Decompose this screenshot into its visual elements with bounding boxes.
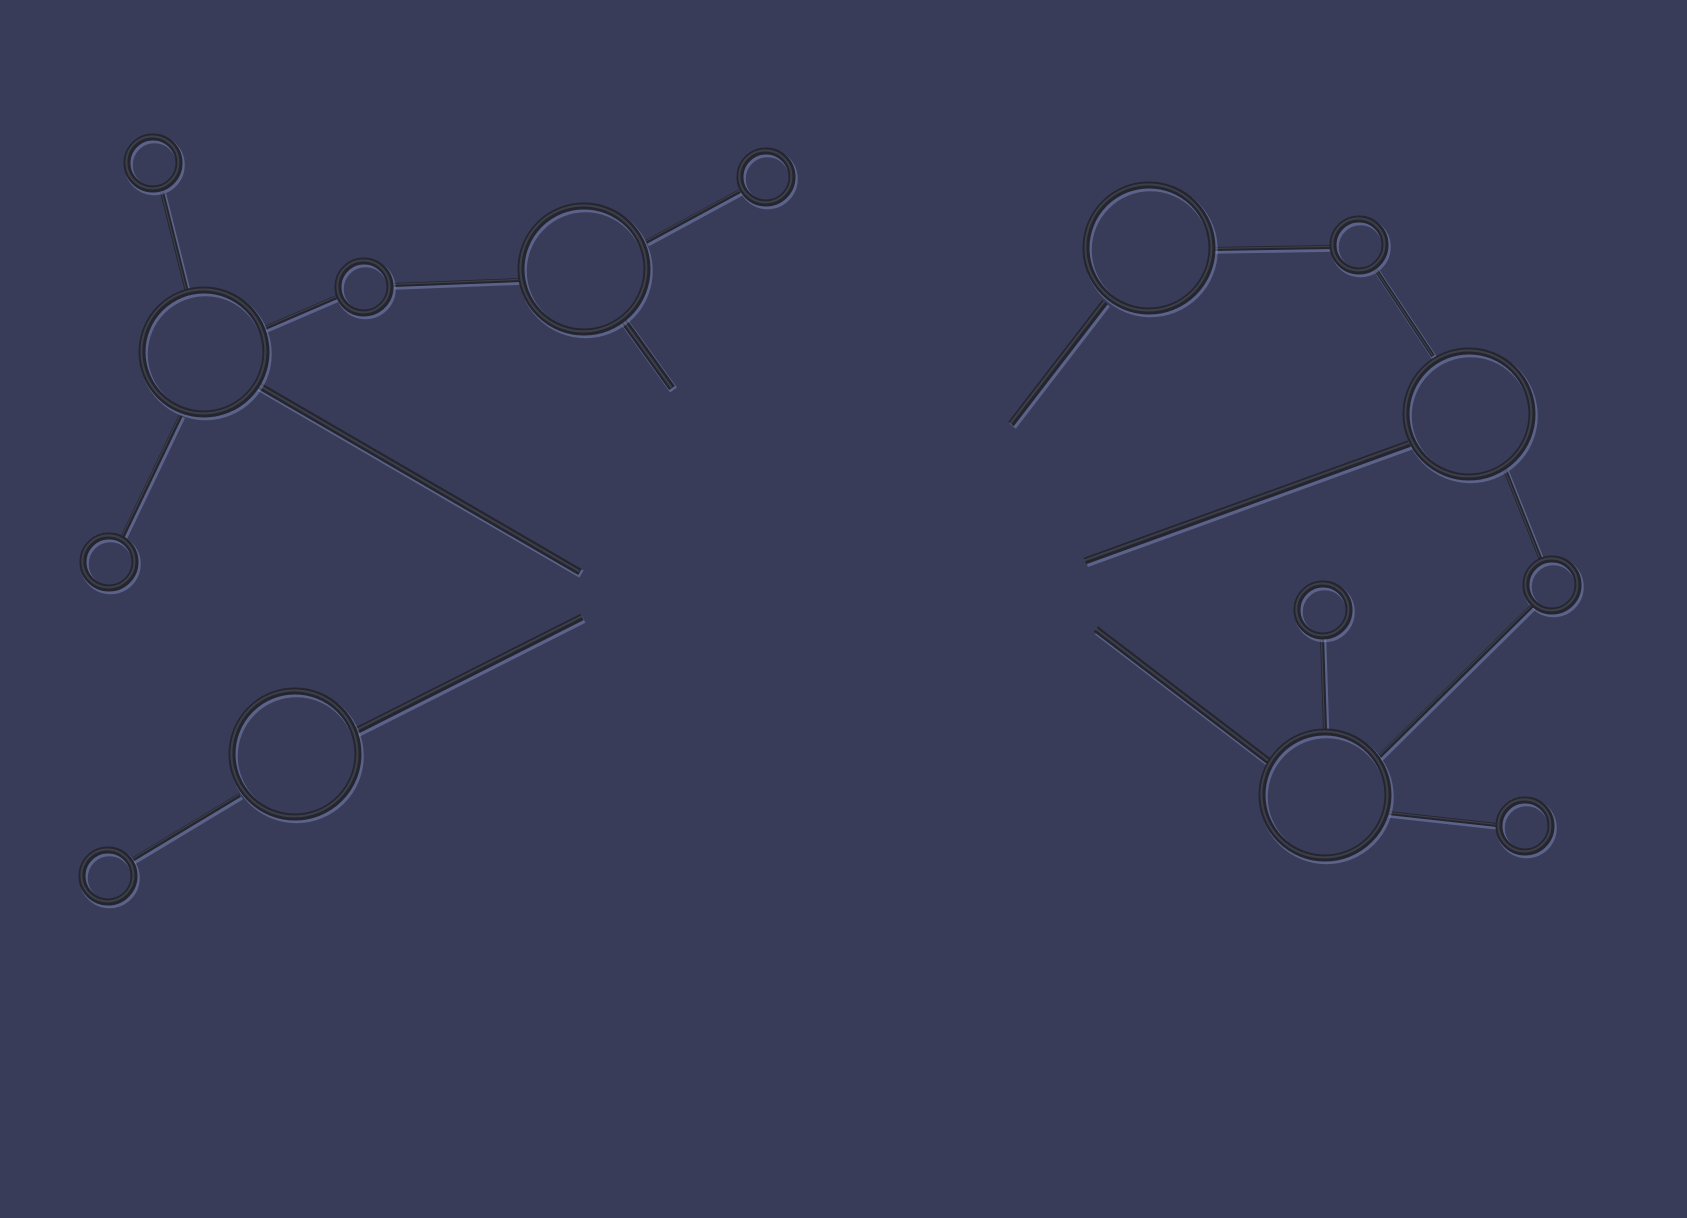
bond-line-rim <box>1375 606 1536 764</box>
bond-line-sheen <box>621 318 673 389</box>
atom-circles <box>78 687 364 909</box>
atom-circle-sheen <box>81 534 136 589</box>
bond-line-rim <box>646 189 745 247</box>
atom-circle-sheen <box>125 135 180 190</box>
atom-circles <box>1258 580 1557 865</box>
bond-line-rim <box>1213 246 1335 254</box>
bond-line-sheen <box>1320 635 1325 730</box>
bond-line-sheen <box>1503 469 1540 558</box>
bond-line <box>645 188 743 244</box>
bond-line <box>1374 604 1534 762</box>
bond-line <box>130 793 242 862</box>
bottom-left-molecule <box>78 613 586 909</box>
atom-circles <box>1082 181 1584 618</box>
atom-circle-sheen <box>738 149 793 204</box>
bond-lines <box>130 613 586 865</box>
bond-line-rim <box>265 296 340 333</box>
bond-line-sheen <box>131 793 240 860</box>
atom-circle-sheen <box>1260 730 1389 859</box>
bond-line-rim <box>132 794 243 865</box>
bond-line-sheen <box>1211 245 1333 249</box>
bond-line-sheen <box>1387 811 1497 825</box>
atom-circle-sheen <box>1295 582 1350 637</box>
bond-line <box>1211 245 1334 251</box>
bond-lines <box>1093 604 1536 830</box>
bond-line <box>264 295 338 330</box>
atom-circle-sheen <box>519 204 648 333</box>
bond-line-sheen <box>1374 269 1433 356</box>
bond-line-sheen <box>120 414 181 538</box>
bond-lines <box>120 188 745 578</box>
bond-line-sheen <box>160 191 187 292</box>
bond-line <box>392 278 522 287</box>
atom-circle-sheen <box>1404 349 1533 478</box>
bond-line-sheen <box>1009 300 1106 425</box>
atom-circle-sheen <box>230 689 359 818</box>
bond-line-sheen <box>264 295 337 328</box>
bottom-right-molecule <box>1093 580 1557 865</box>
top-right-molecule <box>1008 181 1584 618</box>
atom-circle-sheen <box>336 259 391 314</box>
bond-line-sheen <box>1094 627 1271 763</box>
bond-line-sheen <box>1374 604 1532 760</box>
atom-circle-sheen <box>140 288 267 415</box>
atom-circles <box>79 133 798 595</box>
atom-circle-sheen <box>1084 183 1213 312</box>
atom-circle-sheen <box>1524 557 1579 612</box>
atom-circle-sheen <box>1331 217 1386 272</box>
bond-line-sheen <box>392 278 521 285</box>
bond-line-sheen <box>1084 441 1411 562</box>
bond-line <box>120 414 183 539</box>
bond-line-sheen <box>645 188 742 242</box>
top-left-molecule <box>79 133 798 595</box>
atom-circle-sheen <box>1497 798 1552 853</box>
bond-line-rim <box>394 279 523 290</box>
bond-line-rim <box>121 415 185 542</box>
atom-circle-sheen <box>80 848 135 903</box>
bond-line-sheen <box>352 615 582 733</box>
bond-line-sheen <box>256 383 580 573</box>
bond-lines <box>1008 245 1545 567</box>
